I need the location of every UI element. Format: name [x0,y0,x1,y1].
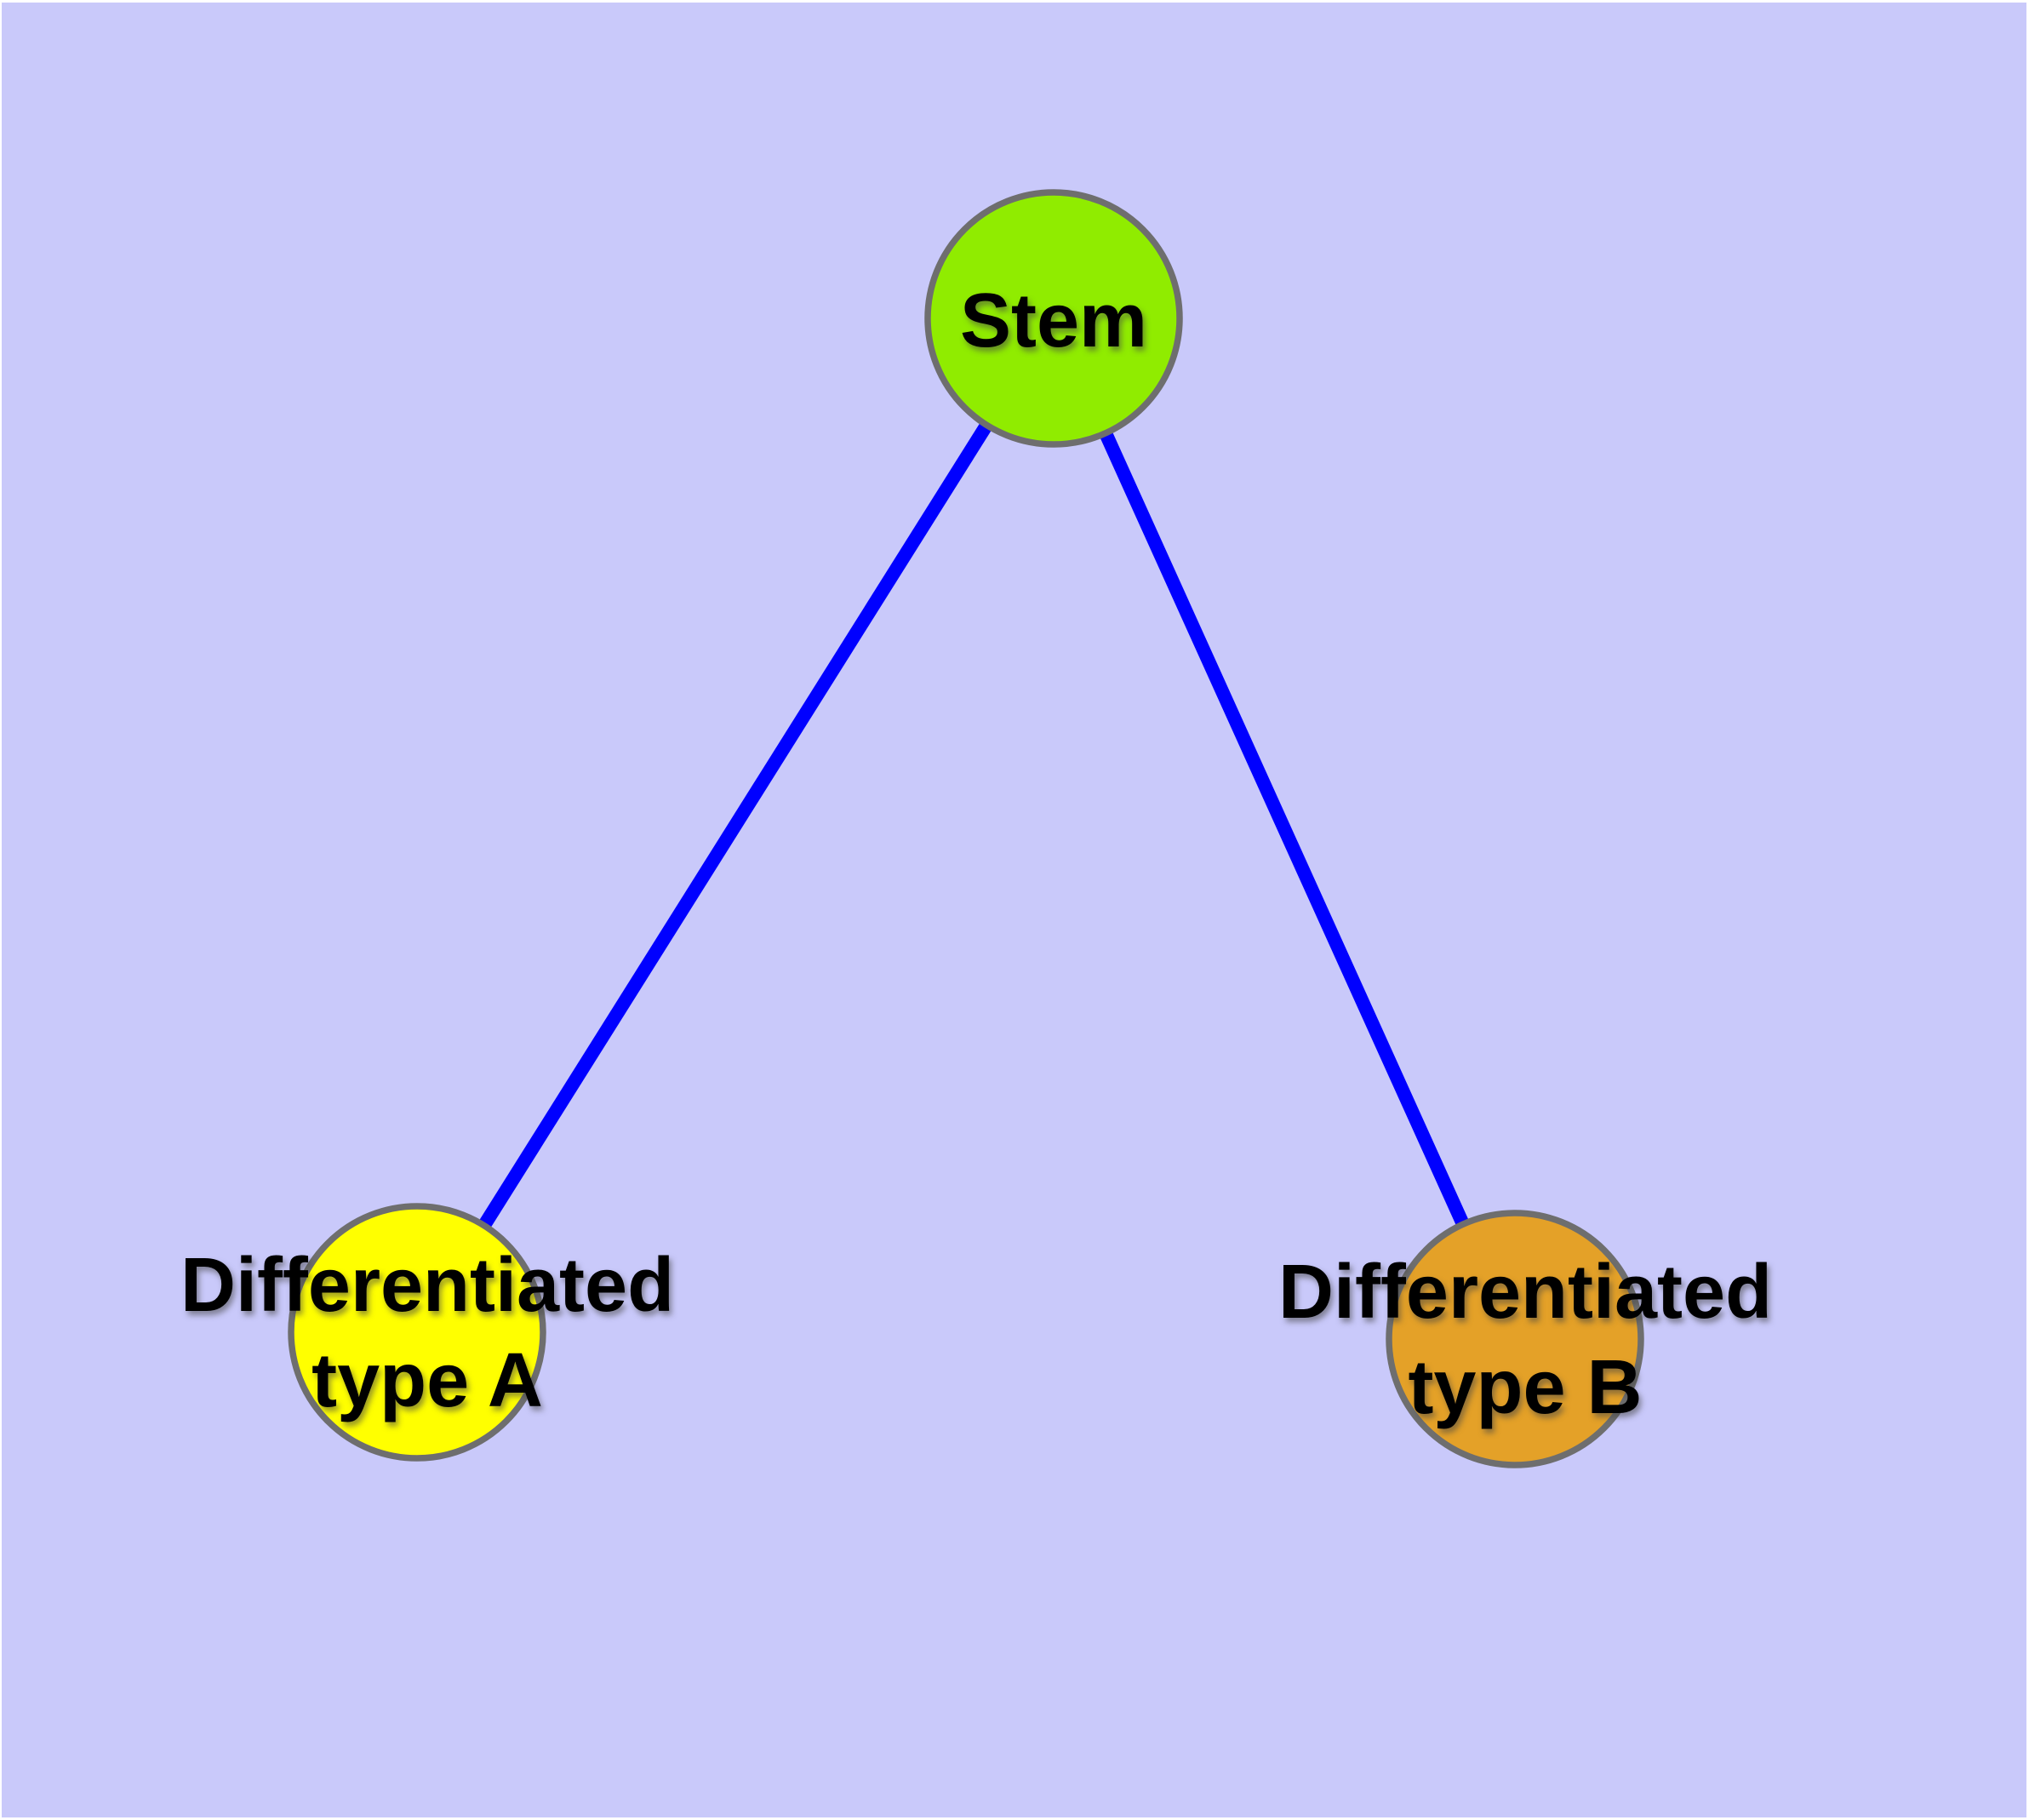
node-stem-label: Stem [960,273,1147,369]
node-stem-label-line-1: Stem [959,278,1148,363]
edge-stem-to-type-b [1047,315,1522,1342]
node-stem-circle [924,189,1183,448]
node-type-a-label-line-1: Differentiated [180,1243,675,1328]
node-type-a-label: Differentiated type A [180,1238,674,1428]
node-type-a-label-line-2: type A [311,1338,543,1423]
node-type-a-circle [288,1203,546,1462]
edge-stem-to-type-a [411,314,1060,1336]
node-type-b-label-line-1: Differentiated [1277,1250,1773,1335]
node-type-b-label-line-2: type B [1408,1345,1643,1430]
node-type-b-circle [1386,1210,1644,1468]
node-type-b-label: Differentiated type B [1278,1245,1772,1435]
